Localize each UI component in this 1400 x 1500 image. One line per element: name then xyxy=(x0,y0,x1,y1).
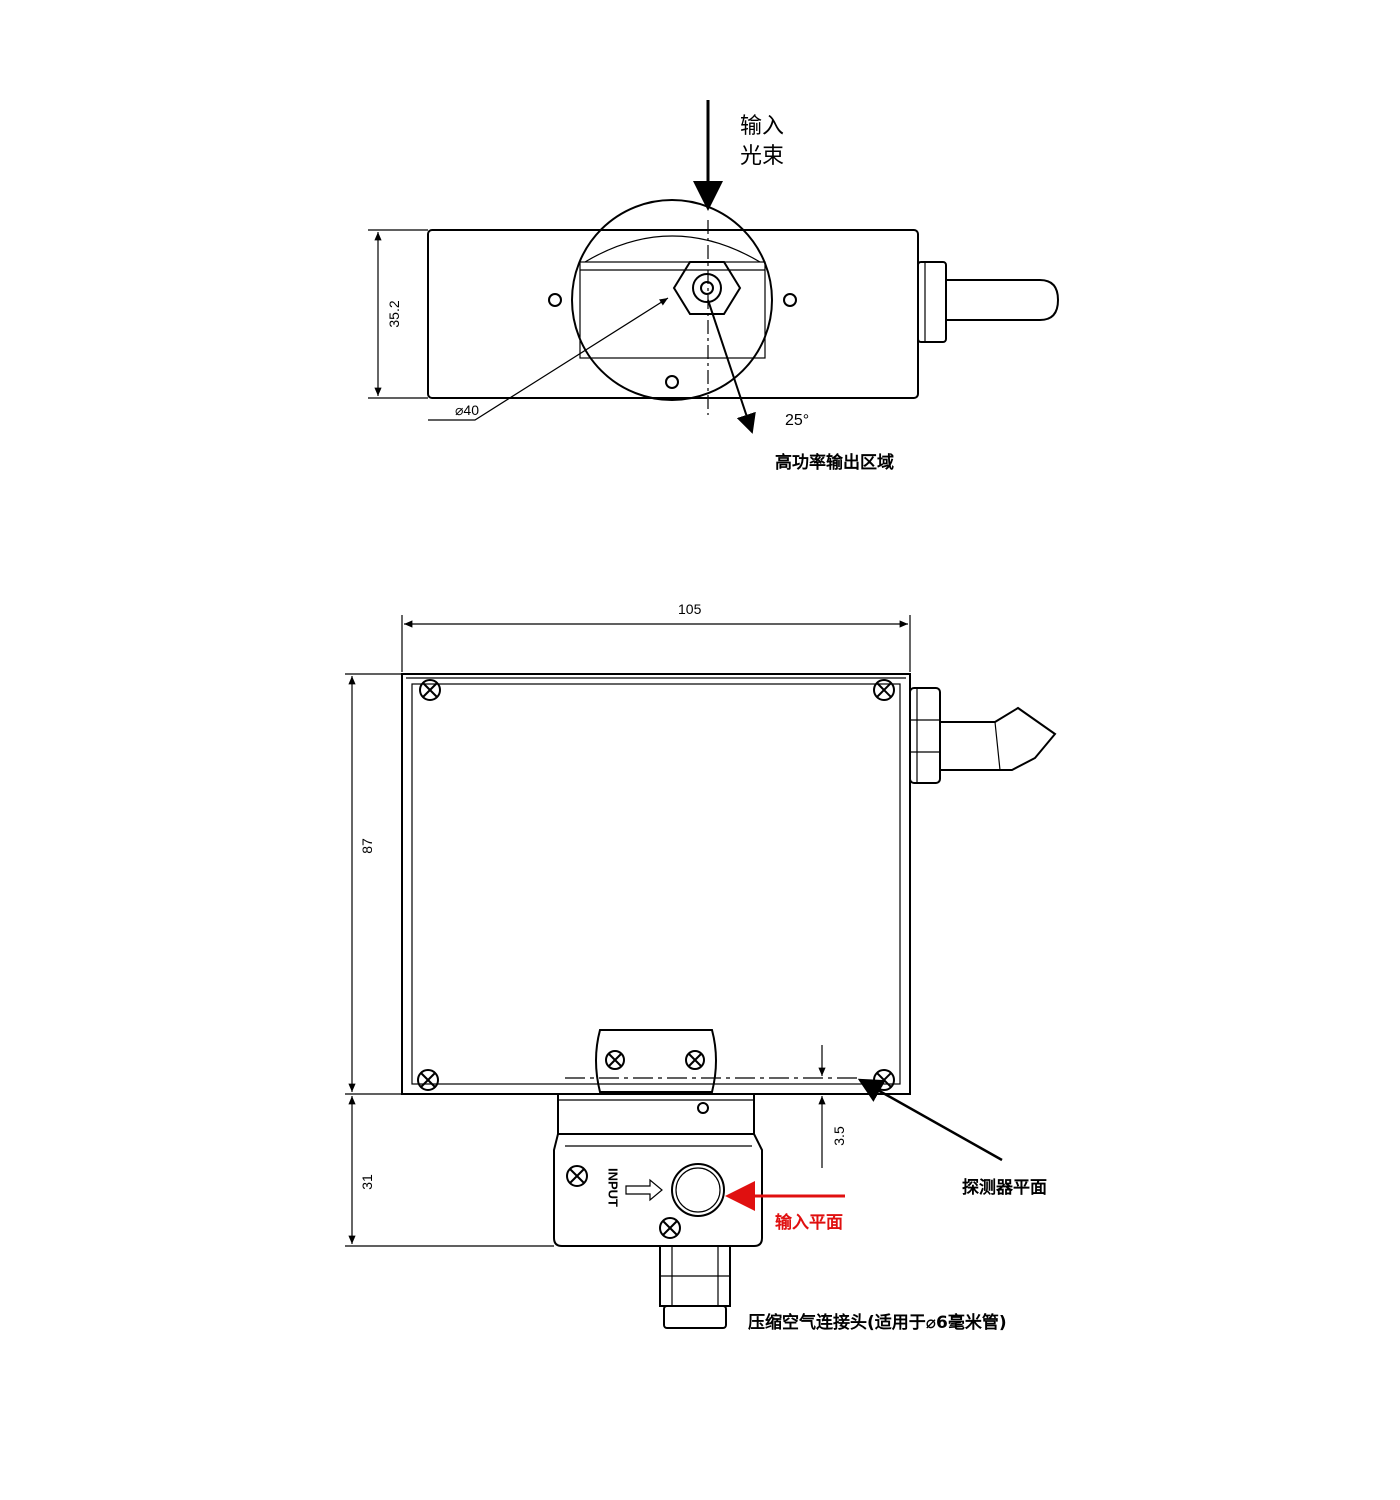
screw-bottom-right xyxy=(873,1069,895,1091)
detector-plane-leader xyxy=(857,1078,1003,1162)
input-direction-arrow xyxy=(625,1178,663,1202)
input-block-screw-bottom xyxy=(659,1217,681,1239)
input-aperture xyxy=(671,1163,725,1217)
front-cable xyxy=(940,706,1057,771)
top-cable-gland xyxy=(917,261,947,343)
top-nut xyxy=(672,261,742,315)
detector-plane-label: 探测器平面 xyxy=(962,1178,1047,1198)
height-dim: 87 xyxy=(359,838,375,854)
input-plane-label: 输入平面 xyxy=(775,1213,843,1233)
screw-top-left xyxy=(419,679,441,701)
top-view xyxy=(368,100,1060,434)
diameter-label: ⌀40 xyxy=(455,402,480,418)
input-block-screw-left xyxy=(566,1165,588,1187)
offset-dim: 3.5 xyxy=(831,1126,847,1146)
input-block xyxy=(553,1133,763,1247)
lower-dim: 31 xyxy=(359,1174,375,1190)
air-connector-label: 压缩空气连接头(适用于⌀6毫米管) xyxy=(748,1313,1007,1333)
angle-label: 25° xyxy=(785,412,810,429)
mount-hole-right xyxy=(783,293,797,307)
high-power-output-label: 高功率输出区域 xyxy=(775,453,894,473)
clamp-screw-right xyxy=(685,1050,705,1070)
clamp-screw-left xyxy=(605,1050,625,1070)
front-view xyxy=(345,615,1057,1329)
input-beam-label: 输入 光束 xyxy=(740,114,785,169)
screw-top-right xyxy=(873,679,895,701)
top-height-dim: 35.2 xyxy=(386,300,402,328)
input-marking: INPUT xyxy=(605,1168,621,1207)
air-connector xyxy=(659,1245,731,1329)
mount-hole-left xyxy=(548,293,562,307)
mount-hole-bottom xyxy=(665,375,679,389)
front-cable-gland xyxy=(909,687,941,784)
width-dim: 105 xyxy=(678,601,702,617)
top-head-outer xyxy=(571,199,773,401)
top-cable xyxy=(946,279,1060,321)
clamp-block xyxy=(595,1029,717,1093)
diameter-leader xyxy=(428,297,669,421)
top-body xyxy=(427,229,919,399)
output-arrow xyxy=(707,299,756,434)
screw-bottom-left xyxy=(417,1069,439,1091)
